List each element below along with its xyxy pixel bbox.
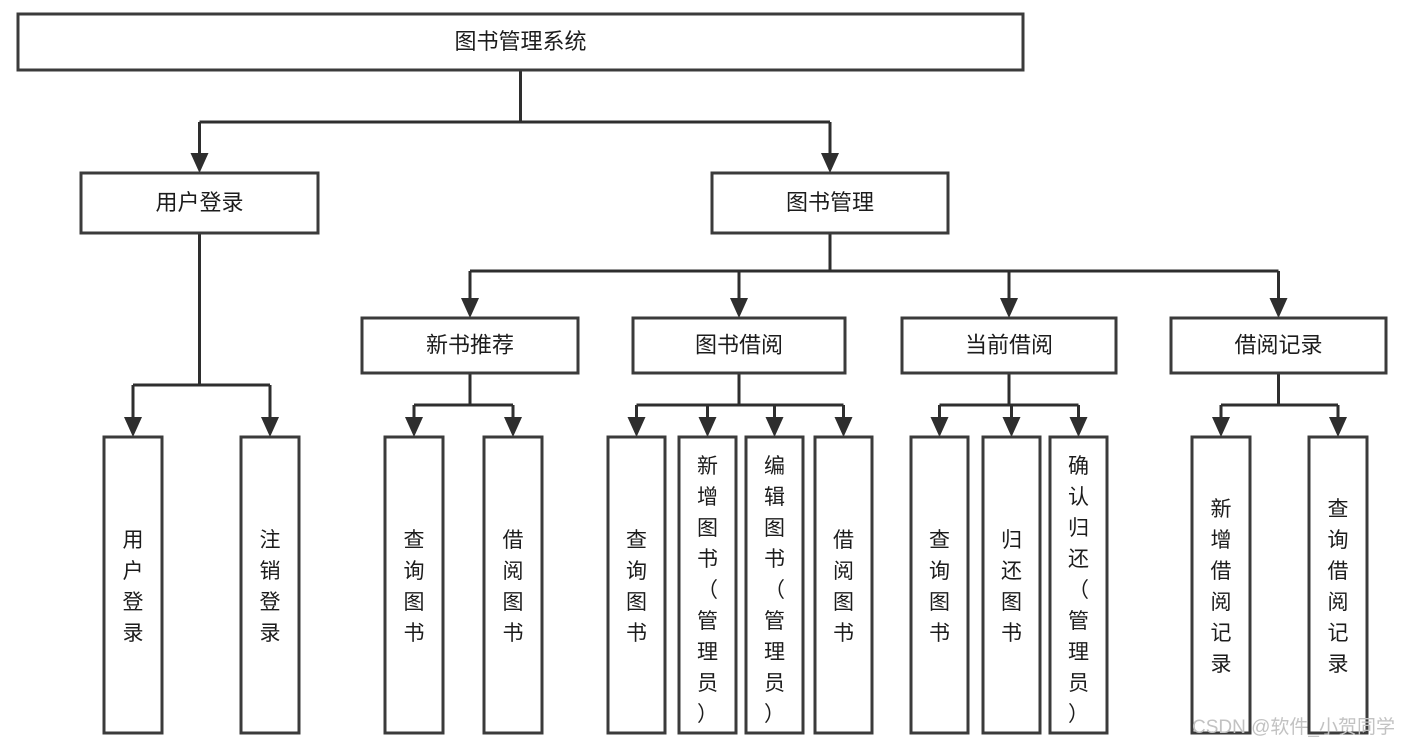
arrow-head-current-borrow-leaves-1 [1002,417,1021,437]
node-label-user-login: 用户登录 [155,190,243,215]
arrow-head-book-borrow-leaves-3 [834,417,853,437]
node-book-borrow[interactable]: 图书借阅 [631,316,847,375]
node-label-leaf-add-book: 新增图书（管理员） [697,455,718,726]
node-leaf-query-book-2[interactable]: 查询图书 [606,435,667,735]
node-label-new-book-rec: 新书推荐 [426,332,514,357]
node-leaf-edit-book[interactable]: 编辑图书（管理员） [744,435,805,735]
node-leaf-query-record[interactable]: 查询借阅记录 [1307,435,1369,735]
arrow-head-book-manage-0 [461,298,479,318]
arrow-head-user-login-leaves-0 [124,417,142,437]
arrow-head-book-manage-1 [730,298,748,318]
node-leaf-query-book-3[interactable]: 查询图书 [909,435,970,735]
arrow-head-book-manage-2 [1000,298,1018,318]
node-box-leaf-return-book [981,435,1042,735]
csdn-watermark: CSDN @软件_小贺同学 [1192,716,1395,738]
node-box-book-manage [710,171,950,235]
node-leaf-user-logout[interactable]: 注销登录 [239,435,301,735]
node-box-leaf-query-book-3 [909,435,970,735]
arrow-head-root-0 [190,153,209,173]
node-label-current-borrow: 当前借阅 [965,332,1053,357]
node-label-book-borrow: 图书借阅 [695,332,783,357]
node-leaf-confirm-return[interactable]: 确认归还（管理员） [1048,435,1109,735]
arrow-head-root-1 [821,153,839,173]
node-root[interactable]: 图书管理系统 [16,12,1025,72]
node-box-user-login [79,171,320,235]
node-label-borrow-record: 借阅记录 [1234,332,1322,357]
arrow-head-user-login-leaves-1 [261,417,279,437]
node-label-leaf-borrow-book-1: 借阅图书 [503,529,524,645]
arrow-head-book-borrow-leaves-0 [627,417,646,437]
node-leaf-add-record[interactable]: 新增借阅记录 [1190,435,1252,735]
node-label-book-manage: 图书管理 [786,190,874,215]
node-label-leaf-borrow-book-2: 借阅图书 [833,529,854,645]
node-box-leaf-add-record [1190,435,1252,735]
arrow-head-current-borrow-leaves-0 [930,417,949,437]
node-label-leaf-return-book: 归还图书 [1001,529,1022,645]
node-box-current-borrow [900,316,1118,375]
arrow-head-new-book-rec-leaves-0 [405,417,423,437]
node-box-book-borrow [631,316,847,375]
node-label-leaf-edit-book: 编辑图书（管理员） [764,455,785,726]
node-label-leaf-query-record: 查询借阅记录 [1328,498,1349,676]
node-layer: 图书管理系统用户登录图书管理新书推荐图书借阅当前借阅借阅记录用户登录注销登录查询… [16,12,1388,735]
node-current-borrow[interactable]: 当前借阅 [900,316,1118,375]
node-label-leaf-query-book-1: 查询图书 [404,529,425,645]
node-box-leaf-confirm-return [1048,435,1109,735]
arrow-head-borrow-record-leaves-1 [1329,417,1347,437]
node-box-leaf-query-record [1307,435,1369,735]
node-box-leaf-user-login [102,435,164,735]
watermark-layer: CSDN @软件_小贺同学 [1192,716,1395,738]
node-box-leaf-user-logout [239,435,301,735]
arrow-head-book-borrow-leaves-1 [698,417,717,437]
node-box-leaf-borrow-book-1 [482,435,544,735]
node-label-leaf-query-book-2: 查询图书 [626,529,647,645]
node-leaf-query-book-1[interactable]: 查询图书 [383,435,445,735]
arrow-head-borrow-record-leaves-0 [1212,417,1230,437]
node-label-leaf-confirm-return: 确认归还（管理员） [1068,455,1089,726]
node-box-leaf-query-book-2 [606,435,667,735]
node-box-leaf-add-book [677,435,738,735]
arrow-head-book-manage-3 [1269,298,1288,318]
node-box-leaf-edit-book [744,435,805,735]
node-borrow-record[interactable]: 借阅记录 [1169,316,1388,375]
arrow-head-current-borrow-leaves-2 [1069,417,1088,437]
node-label-leaf-query-book-3: 查询图书 [929,529,950,645]
node-label-leaf-add-record: 新增借阅记录 [1211,498,1232,676]
node-leaf-borrow-book-1[interactable]: 借阅图书 [482,435,544,735]
node-box-new-book-rec [360,316,580,375]
node-user-login[interactable]: 用户登录 [79,171,320,235]
node-leaf-user-login[interactable]: 用户登录 [102,435,164,735]
node-leaf-return-book[interactable]: 归还图书 [981,435,1042,735]
node-box-leaf-query-book-1 [383,435,445,735]
arrow-head-book-borrow-leaves-2 [765,417,784,437]
node-label-root: 图书管理系统 [454,29,586,54]
node-leaf-borrow-book-2[interactable]: 借阅图书 [813,435,874,735]
node-box-root [16,12,1025,72]
node-box-leaf-borrow-book-2 [813,435,874,735]
connector-layer [124,70,1347,437]
node-leaf-add-book[interactable]: 新增图书（管理员） [677,435,738,735]
node-box-borrow-record [1169,316,1388,375]
node-new-book-rec[interactable]: 新书推荐 [360,316,580,375]
node-label-leaf-user-login: 用户登录 [123,529,144,645]
node-label-leaf-user-logout: 注销登录 [260,529,281,645]
node-book-manage[interactable]: 图书管理 [710,171,950,235]
arrow-head-new-book-rec-leaves-1 [504,417,522,437]
